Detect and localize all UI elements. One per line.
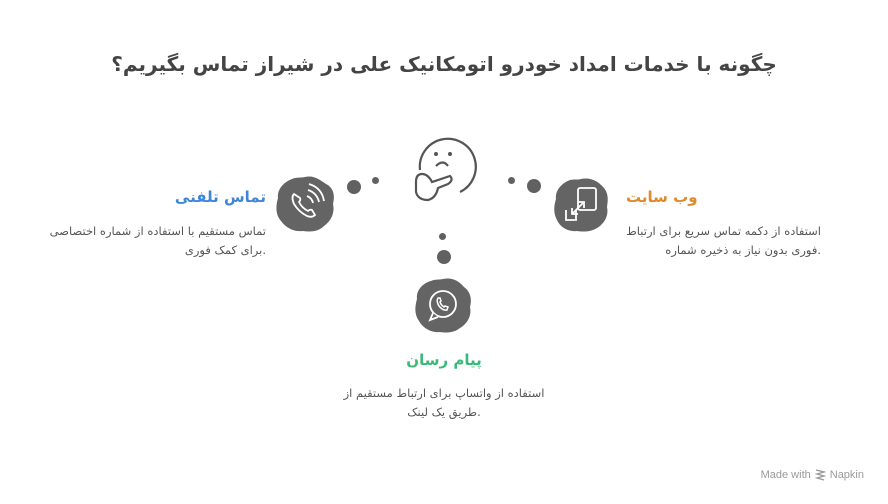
connector-dot [347, 180, 361, 194]
phone-description: تماس مستقیم با استفاده از شماره اختصاصی … [49, 224, 266, 257]
connector-dot [527, 179, 541, 193]
phone-call-icon [276, 176, 334, 232]
messenger-heading: پیام رسان [406, 351, 482, 369]
website-heading: وب سایت [626, 188, 698, 206]
connector-dot [508, 177, 515, 184]
made-with-napkin[interactable]: Made with Napkin [760, 469, 864, 481]
phone-heading: تماس تلفنی [174, 188, 266, 206]
thinking-face-icon [414, 137, 477, 202]
messenger-description: استفاده از واتساپ برای ارتباط مستقیم از … [343, 386, 545, 419]
connector-dot [439, 233, 446, 240]
page-title: چگونه با خدمات امداد خودرو اتومکانیک علی… [111, 52, 777, 76]
device-transfer-icon [554, 178, 608, 232]
connector-dot [372, 177, 379, 184]
whatsapp-icon [415, 278, 471, 333]
connector-dot [437, 250, 451, 264]
napkin-logo-icon [814, 469, 826, 481]
website-description: استفاده از دکمه تماس سریع برای ارتباط .ف… [626, 224, 821, 257]
